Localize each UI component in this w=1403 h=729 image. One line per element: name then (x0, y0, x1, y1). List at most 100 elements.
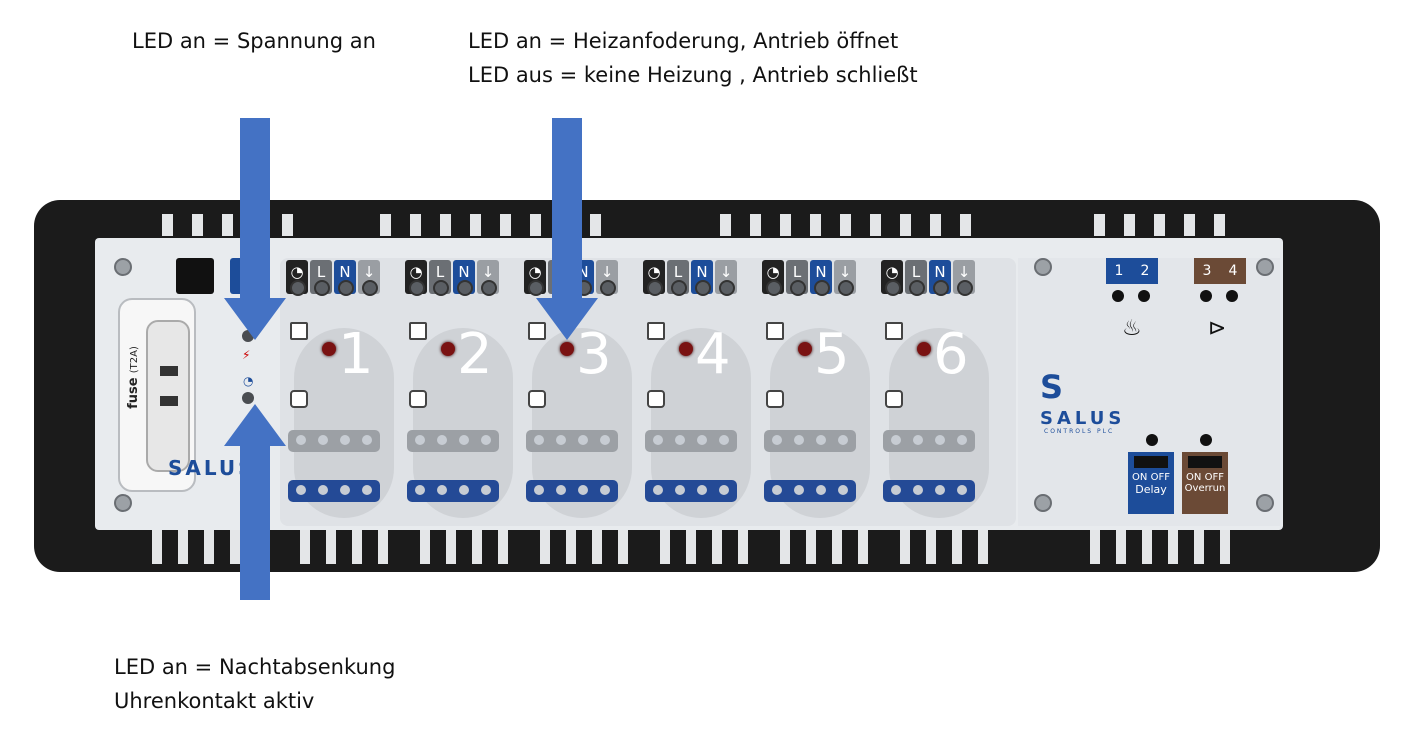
thermostat-icon (528, 322, 546, 340)
actuator-icon (766, 390, 784, 408)
pump-terminal: 3 (1194, 258, 1220, 284)
terminal-screw-icon (838, 280, 854, 296)
mounting-screw-icon (114, 494, 132, 512)
zone-number: 3 (576, 322, 612, 387)
actuator-terminal-bar (407, 480, 499, 502)
terminal-screw-icon (933, 280, 949, 296)
flame-icon: ♨ (1122, 316, 1142, 341)
fuse-label: fuse (125, 377, 141, 409)
boiler-terminal: 1 (1106, 258, 1132, 284)
mounting-screw-icon (1256, 258, 1274, 276)
power-led-annotation: LED an = Spannung an (132, 29, 376, 53)
clock-symbol-icon: ◔ (243, 374, 254, 388)
terminal-screw-icon (409, 280, 425, 296)
delay-on-label: ON (1132, 472, 1148, 483)
thermostat-icon (766, 322, 784, 340)
fuse-rating: (T2A) (128, 346, 140, 374)
overrun-switch[interactable]: ON OFF Overrun (1182, 452, 1228, 514)
zone-number: 4 (695, 322, 731, 387)
actuator-icon (290, 390, 308, 408)
night-setback-led (242, 392, 254, 404)
terminal-screw-icon (528, 280, 544, 296)
zone-led (679, 342, 693, 356)
heat-led-on-annotation: LED an = Heizanfoderung, Antrieb öffnet (468, 29, 899, 53)
zone-led (798, 342, 812, 356)
actuator-icon (528, 390, 546, 408)
zone-1: ◔ L N ↓ 1 (284, 258, 402, 526)
actuator-icon (409, 390, 427, 408)
brand-name: SALUS (1040, 408, 1126, 429)
terminal-screw-icon (885, 280, 901, 296)
overrun-label: Overrun (1184, 483, 1226, 494)
actuator-icon (885, 390, 903, 408)
mounting-screw-icon (1034, 494, 1052, 512)
actuator-terminal-bar (883, 480, 975, 502)
fuse-holder[interactable]: fuse (T2A) (118, 298, 196, 492)
actuator-terminal-bar (764, 480, 856, 502)
delay-label: Delay (1135, 483, 1167, 496)
pump-connector (1200, 290, 1212, 302)
zone-led (560, 342, 574, 356)
terminal-screw-icon (814, 280, 830, 296)
terminal-screw-icon (766, 280, 782, 296)
zone-2: ◔ L N ↓ 2 (403, 258, 521, 526)
actuator-terminal-bar (645, 480, 737, 502)
boiler-connector (1112, 290, 1124, 302)
terminal-screw-icon (362, 280, 378, 296)
zone-number: 6 (933, 322, 969, 387)
overrun-off-label: OFF (1204, 472, 1224, 483)
terminal-screw-icon (909, 280, 925, 296)
mounting-screw-icon (1034, 258, 1052, 276)
actuator-terminal-bar (526, 430, 618, 452)
mounting-screw-icon (114, 258, 132, 276)
terminal-screw-icon (790, 280, 806, 296)
zone-6: ◔ L N ↓ 6 (879, 258, 997, 526)
terminal-screw-icon (695, 280, 711, 296)
terminal-screw-icon (290, 280, 306, 296)
thermostat-icon (647, 322, 665, 340)
brand-logo-left: SALUS (168, 456, 256, 480)
delay-indicator (1146, 434, 1158, 446)
actuator-terminal-bar (288, 430, 380, 452)
thermostat-icon (409, 322, 427, 340)
zone-number: 5 (814, 322, 850, 387)
boiler-terminal: 2 (1132, 258, 1158, 284)
overrun-indicator (1200, 434, 1212, 446)
terminal-screw-icon (457, 280, 473, 296)
power-led-arrow (224, 118, 286, 340)
zone-3: ◔ L N ↓ 3 (522, 258, 640, 526)
pump-terminal: 4 (1220, 258, 1246, 284)
night-led-arrow (224, 404, 286, 600)
terminal-screw-icon (647, 280, 663, 296)
night-led-annotation-line1: LED an = Nachtabsenkung (114, 655, 396, 679)
brand-logo-right: S (1040, 368, 1064, 406)
terminal-screw-icon (481, 280, 497, 296)
zone-5: ◔ L N ↓ 5 (760, 258, 878, 526)
power-symbol-icon: ⚡ (242, 348, 251, 362)
boiler-connector (1138, 290, 1150, 302)
terminal-screw-icon (719, 280, 735, 296)
delay-off-label: OFF (1150, 472, 1170, 483)
actuator-terminal-bar (764, 430, 856, 452)
terminal-screw-icon (338, 280, 354, 296)
actuator-icon (647, 390, 665, 408)
zone-led (441, 342, 455, 356)
night-led-annotation-line2: Uhrenkontakt aktiv (114, 689, 315, 713)
terminal-screw-icon (314, 280, 330, 296)
terminal-screw-icon (433, 280, 449, 296)
actuator-terminal-bar (526, 480, 618, 502)
thermostat-icon (290, 322, 308, 340)
actuator-terminal-bar (288, 480, 380, 502)
zone3-led-arrow (536, 118, 598, 340)
delay-switch[interactable]: ON OFF Delay (1128, 452, 1174, 514)
overrun-on-label: ON (1186, 472, 1202, 483)
terminal-screw-icon (600, 280, 616, 296)
zone-led (322, 342, 336, 356)
pump-connector (1226, 290, 1238, 302)
heat-led-off-annotation: LED aus = keine Heizung , Antrieb schlie… (468, 63, 918, 87)
zone-led (917, 342, 931, 356)
brand-subtitle: CONTROLS PLC (1044, 428, 1115, 435)
zone-number: 2 (457, 322, 493, 387)
actuator-terminal-bar (645, 430, 737, 452)
zone-number: 1 (338, 322, 374, 387)
